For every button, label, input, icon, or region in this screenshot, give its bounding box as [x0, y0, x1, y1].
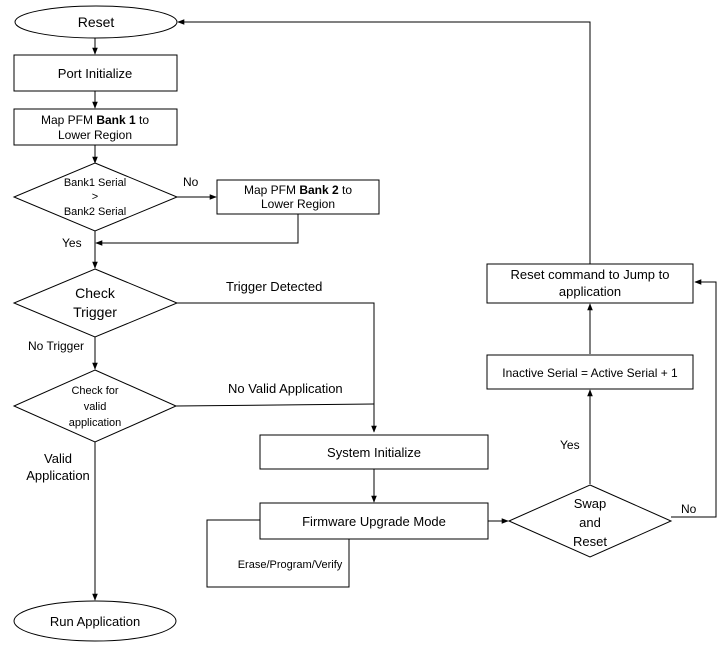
check-valid-line2: valid	[84, 401, 107, 413]
node-system-initialize-label: System Initialize	[327, 445, 421, 460]
label-no-bank: No	[183, 175, 199, 189]
label-no-trigger: No Trigger	[28, 339, 84, 353]
arrow-no-valid-application	[175, 403, 375, 407]
map-bank2-suffix: to	[339, 183, 353, 197]
node-check-valid-application: Check for valid application	[12, 369, 178, 443]
node-map-bank1-line1: Map PFM Bank 1 to	[41, 113, 149, 127]
label-yes-bank: Yes	[62, 236, 82, 250]
check-valid-line3: application	[69, 417, 122, 429]
connectors	[92, 19, 717, 601]
bank-compare-line1: Bank1 Serial	[64, 177, 126, 189]
erase-program-verify-label: Erase/Program/Verify	[238, 559, 343, 571]
label-no-swap: No	[681, 502, 697, 516]
label-trigger-detected: Trigger Detected	[226, 279, 322, 294]
reset-command-line2: application	[559, 284, 621, 299]
bank-compare-line2: >	[92, 191, 98, 203]
label-valid-application-line1: Valid	[44, 451, 72, 466]
node-map-bank1: Map PFM Bank 1 to Lower Region	[13, 108, 178, 146]
label-valid-application-line2: Application	[26, 468, 90, 483]
map-bank2-prefix: Map PFM	[244, 183, 299, 197]
arrow-map2-return	[95, 214, 299, 246]
node-port-initialize-label: Port Initialize	[58, 66, 132, 81]
erase-loop-line	[206, 519, 350, 588]
node-run-application: Run Application	[13, 600, 177, 642]
map-bank1-prefix: Map PFM	[41, 113, 96, 127]
node-port-initialize: Port Initialize	[13, 54, 178, 92]
node-map-bank2-line2: Lower Region	[261, 197, 335, 211]
bank-compare-line3: Bank2 Serial	[64, 206, 126, 218]
arrow-reset-command-to-reset	[177, 19, 591, 264]
node-bank-compare: Bank1 Serial > Bank2 Serial	[12, 162, 179, 232]
node-system-initialize: System Initialize	[259, 434, 489, 470]
node-run-application-label: Run Application	[50, 614, 140, 629]
map-bank1-suffix: to	[136, 113, 150, 127]
node-firmware-upgrade-mode: Firmware Upgrade Mode	[259, 502, 489, 540]
node-inactive-serial-label: Inactive Serial = Active Serial + 1	[502, 366, 678, 380]
node-reset-command: Reset command to Jump to application	[486, 263, 694, 304]
check-valid-line1: Check for	[71, 385, 118, 397]
node-firmware-upgrade-label: Firmware Upgrade Mode	[302, 514, 446, 529]
check-trigger-line1: Check	[75, 285, 116, 301]
node-reset: Reset	[14, 5, 178, 39]
node-check-trigger: Check Trigger	[12, 268, 179, 338]
node-map-bank2-line1: Map PFM Bank 2 to	[244, 183, 352, 197]
label-no-valid-application: No Valid Application	[228, 381, 343, 396]
arrow-swap-no	[671, 279, 717, 518]
check-trigger-line2: Trigger	[73, 304, 117, 320]
swap-reset-line3: Reset	[573, 534, 607, 549]
node-inactive-serial: Inactive Serial = Active Serial + 1	[486, 354, 694, 390]
swap-reset-line2: and	[579, 515, 601, 530]
edge-labels: No Yes Trigger Detected No Trigger No Va…	[26, 175, 696, 516]
node-reset-label: Reset	[78, 14, 115, 30]
node-map-bank2: Map PFM Bank 2 to Lower Region	[216, 179, 380, 215]
arrow-trigger-detected	[177, 302, 377, 433]
map-bank1-bold: Bank 1	[96, 113, 136, 127]
node-swap-and-reset: Swap and Reset	[507, 484, 673, 558]
map-bank2-bold: Bank 2	[299, 183, 339, 197]
node-map-bank1-line2: Lower Region	[58, 128, 132, 142]
reset-command-line1: Reset command to Jump to	[511, 267, 670, 282]
swap-reset-line1: Swap	[574, 496, 607, 511]
label-yes-swap: Yes	[560, 438, 580, 452]
